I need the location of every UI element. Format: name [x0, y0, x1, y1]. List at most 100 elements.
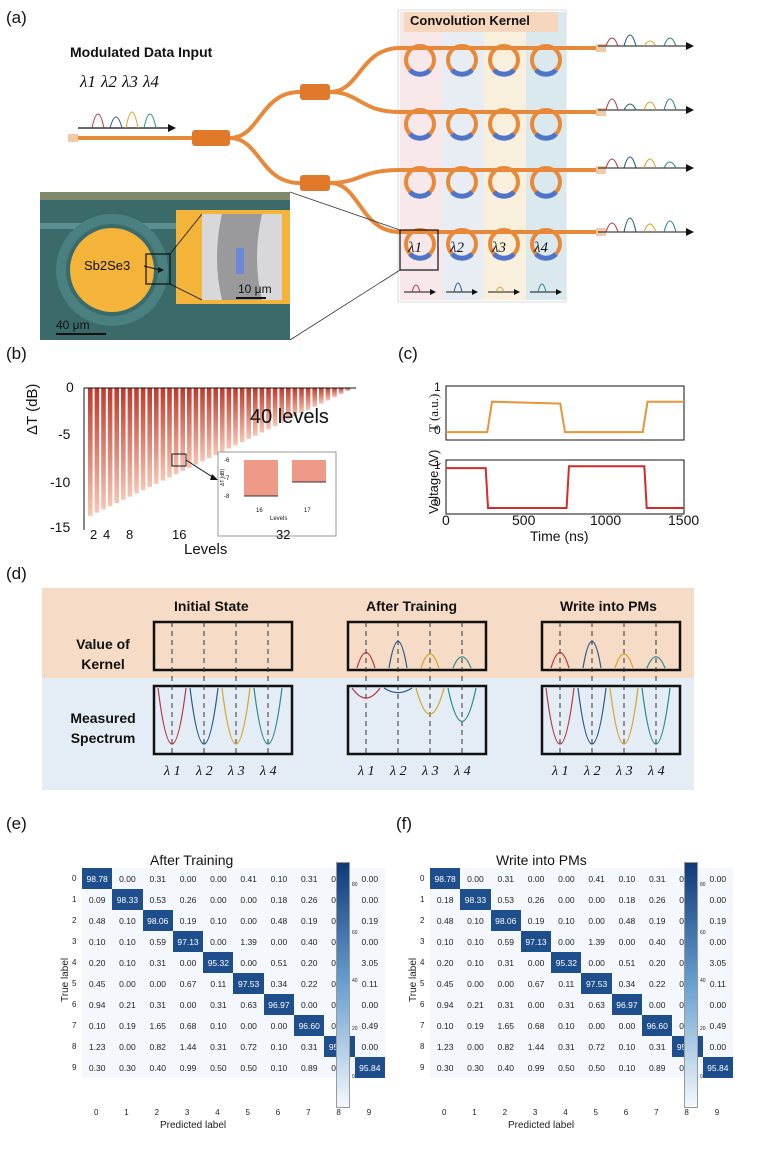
cm-cell: 0.89	[642, 1057, 673, 1078]
spectrum-lambda-3: λ 3	[616, 764, 633, 779]
cm-cell: 0.00	[581, 1015, 612, 1036]
cm-ytick: 3	[420, 937, 425, 946]
heater	[450, 132, 474, 141]
cm-ytick: 9	[420, 1063, 425, 1072]
cm-cell: 0.99	[172, 1057, 204, 1078]
heater	[450, 252, 474, 261]
cm-xtick: 7	[654, 1108, 659, 1117]
cm-cell: 98.78	[430, 868, 461, 889]
cm-cell: 0.31	[294, 868, 325, 889]
cm-row: 0.100.191.650.680.100.000.0096.600.190.4…	[82, 1015, 385, 1036]
spectrum-dip	[351, 687, 381, 699]
cm-cell: 0.10	[611, 1036, 643, 1057]
cm-cell: 0.10	[263, 1057, 295, 1078]
cm-cell: 0.48	[263, 910, 295, 931]
cm-xtick: 5	[245, 1108, 250, 1117]
cm-cell: 0.00	[203, 889, 234, 910]
cm-ytick: 7	[420, 1021, 425, 1030]
cm-cell: 97.53	[581, 973, 612, 994]
cm-cell: 0.63	[233, 994, 264, 1015]
level-bar	[246, 388, 251, 439]
cm-cell: 0.00	[520, 868, 552, 889]
kernel-peak	[356, 652, 376, 669]
level-bar	[226, 388, 232, 449]
cm-row: 0.300.300.400.990.500.500.100.890.2095.8…	[82, 1057, 385, 1078]
cm-cell: 0.10	[430, 1015, 461, 1036]
cm-cell: 0.11	[702, 973, 733, 994]
level-bar	[299, 388, 304, 414]
heater	[492, 252, 516, 261]
cm-cell: 0.20	[294, 952, 325, 973]
cm-ytick: 1	[420, 895, 425, 904]
ring-lambda-1: λ1	[408, 240, 422, 256]
cm-xtick: 9	[714, 1108, 720, 1117]
cm-row: 0.480.1098.060.190.100.000.480.190.190.1…	[82, 910, 385, 931]
spectrum-lambda-3: λ 3	[228, 764, 245, 779]
cm-row: 0.100.191.650.680.100.000.0096.600.190.4…	[430, 1015, 733, 1036]
cm-cell: 0.00	[520, 994, 552, 1015]
kernel-title: Convolution Kernel	[410, 13, 530, 28]
cm-ytick: 2	[420, 916, 425, 925]
cm-cell: 0.00	[490, 973, 521, 994]
cm-xtick: 0	[442, 1108, 447, 1117]
cm-cell: 0.18	[430, 889, 461, 910]
panel-b-ytick-1: -5	[58, 426, 71, 442]
kernel-peak	[550, 652, 570, 669]
cm-cell: 0.10	[611, 868, 643, 889]
level-bar	[114, 388, 119, 503]
spectrum-lambda-4: λ 4	[648, 764, 665, 779]
cm-cell: 0.19	[172, 910, 204, 931]
cm-cell: 96.97	[611, 994, 643, 1015]
heater	[408, 68, 432, 77]
kernel-peak	[614, 653, 634, 669]
cm-cell: 0.00	[460, 868, 491, 889]
cm-cell: 0.40	[642, 931, 673, 952]
cm-cell: 0.00	[702, 994, 733, 1015]
input-lambda-4: λ4	[143, 72, 159, 91]
cm-ytick: 8	[420, 1042, 425, 1051]
cm-xtick: 3	[184, 1108, 190, 1117]
cm-f-xlabel: Predicted label	[508, 1120, 575, 1131]
cm-xtick: 1	[472, 1108, 477, 1117]
level-bar	[266, 388, 271, 430]
cm-ytick: 1	[72, 895, 77, 904]
cm-cell: 0.10	[203, 910, 234, 931]
panel-b-xtick-1: 4	[103, 527, 111, 542]
heater	[492, 190, 516, 199]
level-bar	[187, 388, 192, 468]
cm-cell: 1.44	[172, 1036, 204, 1057]
cm-cell: 0.40	[490, 1057, 521, 1078]
cm-cell: 0.72	[233, 1036, 264, 1057]
cm-ytick: 4	[72, 958, 77, 967]
cm-cell: 0.00	[233, 910, 264, 931]
cm-cell: 0.41	[233, 868, 264, 889]
level-bar	[213, 388, 218, 455]
panel-label-b: (b)	[6, 344, 27, 363]
cm-e-colorbar	[336, 862, 350, 1108]
spectrum-dip	[157, 687, 187, 745]
spectrum-dip	[221, 687, 251, 745]
cm-cell: 0.94	[430, 994, 461, 1015]
cm-cell: 0.10	[430, 931, 461, 952]
panel-label-f: (f)	[396, 814, 413, 833]
levels-annotation: 40 levels	[250, 406, 329, 428]
cm-cell: 0.26	[642, 889, 673, 910]
kernel-peak	[452, 656, 472, 669]
inset-xtick-1: 17	[304, 508, 311, 514]
panel-b-xlabel: Levels	[184, 541, 228, 558]
cm-cell: 0.45	[82, 973, 113, 994]
cm-cell: 97.13	[172, 931, 204, 952]
cm-cell: 98.06	[142, 910, 173, 931]
cm-cell: 0.10	[82, 931, 113, 952]
cm-cell: 0.00	[702, 1036, 733, 1057]
cm-cell: 0.51	[611, 952, 643, 973]
cm-cell: 0.19	[520, 910, 552, 931]
cm-cell: 0.10	[112, 931, 143, 952]
cm-cell: 0.00	[172, 994, 204, 1015]
inset-ytick-0: -6	[224, 458, 230, 464]
cm-cell: 0.31	[203, 994, 234, 1015]
cm-cell: 98.06	[490, 910, 521, 931]
panel-label-d: (d)	[6, 564, 27, 583]
cm-xtick: 2	[502, 1108, 508, 1117]
cm-cell: 0.00	[354, 994, 385, 1015]
